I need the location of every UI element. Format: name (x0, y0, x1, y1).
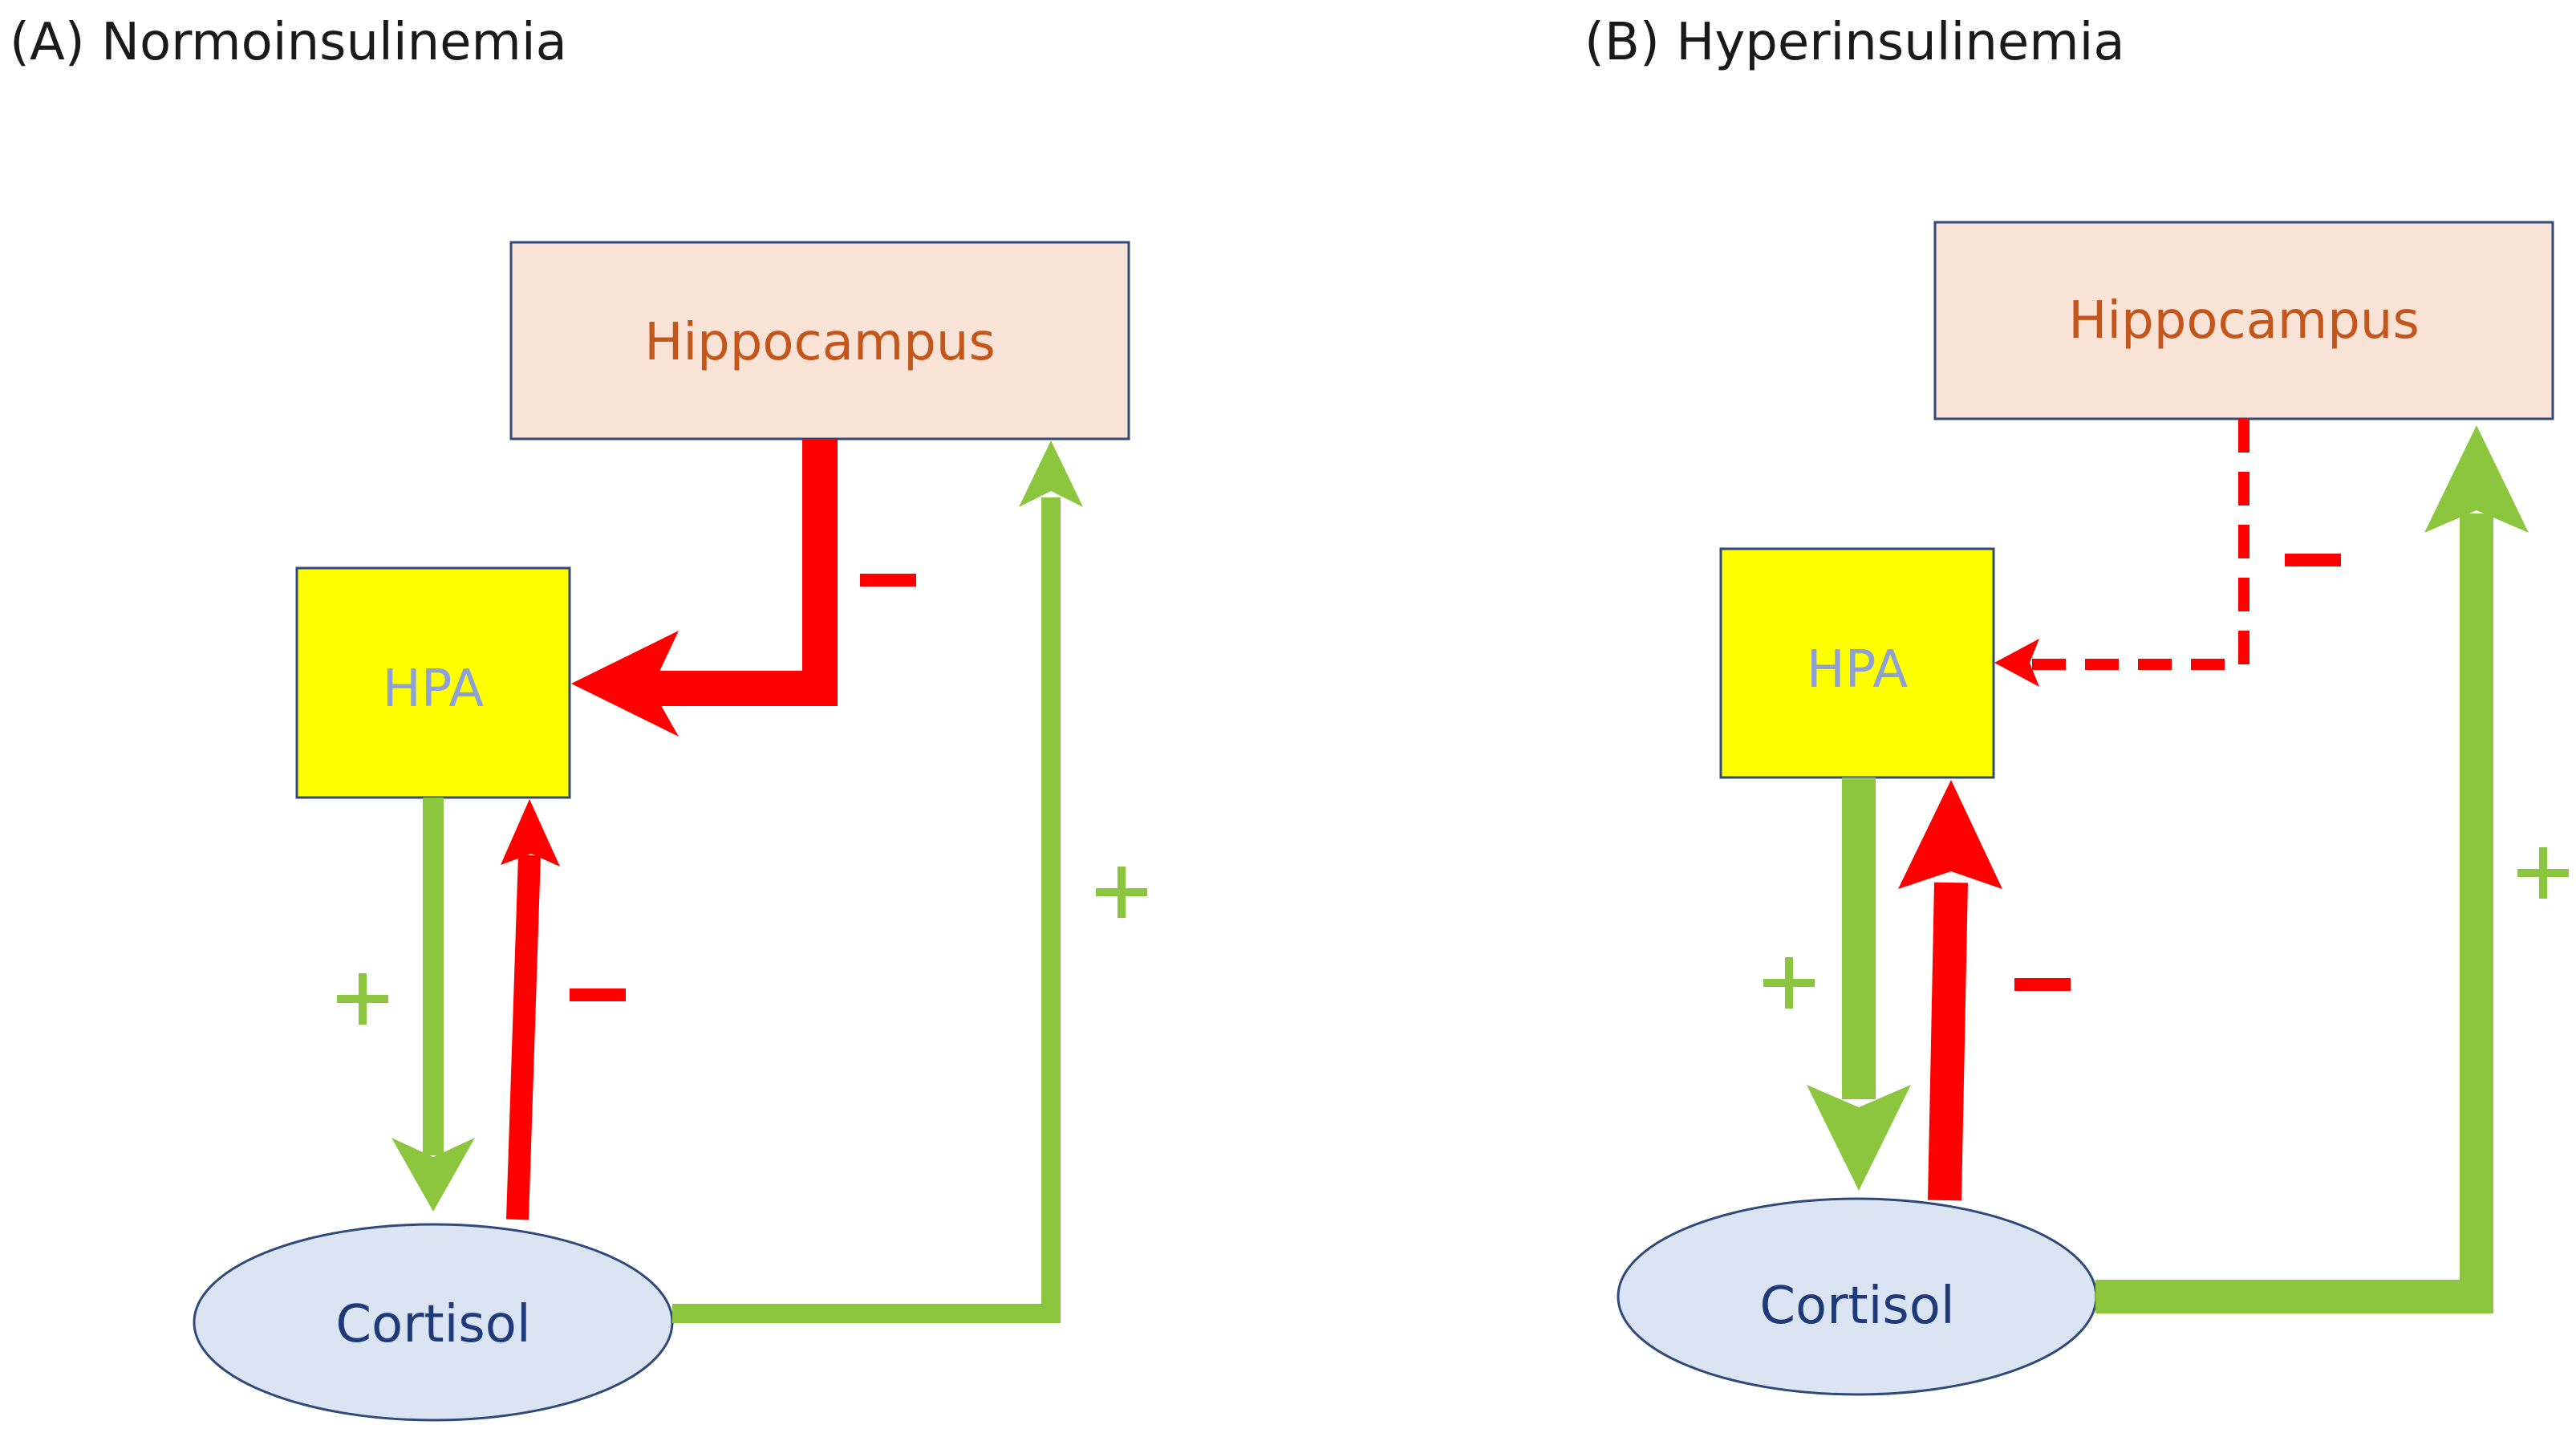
panel-a-hpa-label: HPA (383, 660, 485, 719)
panel-b-hippocampus-box (1933, 221, 2554, 420)
panel-a-plus-sign-cortisol-hippocampus (1096, 867, 1147, 918)
panel-a-hpa-box (295, 566, 571, 799)
panel-b-arrow-hippocampus-to-hpa (1994, 419, 2249, 687)
panel-b-title: (B) Hyperinsulinemia (1584, 13, 2125, 72)
panel-a-arrow-cortisol-to-hippocampus (672, 440, 1083, 1323)
panel-a: (A) Normoinsulinemia Hippocampus HPA Cor… (10, 13, 1147, 1422)
panel-b-arrow-cortisol-to-hippocampus (2095, 425, 2529, 1313)
panel-a-plus-sign-hpa-cortisol (337, 973, 388, 1025)
panel-b-hpa-label: HPA (1807, 640, 1909, 700)
panel-b-cortisol-label: Cortisol (1759, 1277, 1954, 1336)
panel-a-cortisol-label: Cortisol (335, 1295, 530, 1354)
panel-a-hippocampus-label: Hippocampus (644, 313, 996, 372)
panel-b-plus-sign-hpa-cortisol (1763, 957, 1815, 1009)
panel-b-hippocampus-label: Hippocampus (2068, 291, 2420, 351)
panel-b-arrow-cortisol-to-hpa (1898, 780, 2002, 1201)
panel-a-arrow-hippocampus-to-hpa (571, 439, 838, 737)
panel-a-arrow-hpa-to-cortisol (391, 798, 475, 1212)
panel-b-arrow-hpa-to-cortisol (1807, 777, 1911, 1191)
panel-b-plus-sign-cortisol-hippocampus (2517, 847, 2569, 899)
panel-b: (B) Hyperinsulinemia Hippocampus HPA Cor… (1584, 13, 2569, 1396)
panel-a-arrow-cortisol-to-hpa (501, 799, 560, 1220)
panel-a-hippocampus-box (509, 241, 1130, 440)
panel-a-title: (A) Normoinsulinemia (10, 13, 567, 72)
